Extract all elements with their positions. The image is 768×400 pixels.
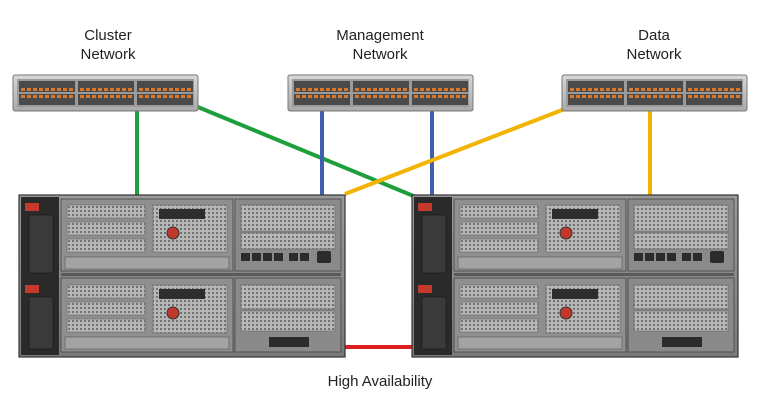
cluster-link-2 [192, 103, 429, 204]
management-network-label-line2: Network [352, 46, 408, 63]
high-availability-label-text: High Availability [327, 373, 433, 390]
data-network-label-line1: Data [638, 27, 670, 44]
management-network-label: Management Network [320, 26, 440, 64]
controller-right [412, 195, 738, 357]
management-switch [287, 74, 474, 112]
data-network-label: Data Network [604, 26, 704, 64]
data-link-1 [344, 103, 576, 196]
data-network-label-line2: Network [626, 46, 682, 63]
cluster-switch [12, 74, 199, 112]
high-availability-label: High Availability [300, 372, 460, 391]
management-network-label-line1: Management [336, 27, 424, 44]
cluster-network-label: Cluster Network [58, 26, 158, 64]
cluster-network-label-line1: Cluster [84, 27, 132, 44]
cluster-network-label-line2: Network [80, 46, 136, 63]
data-switch [561, 74, 748, 112]
controller-left [19, 195, 345, 357]
